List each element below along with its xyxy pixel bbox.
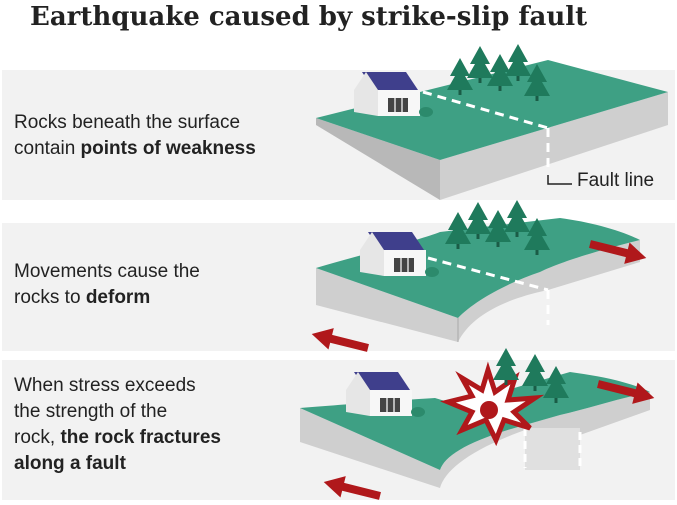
fault-line-pointer (547, 175, 572, 185)
caption-1-line-1: Rocks beneath the surface (14, 112, 241, 133)
caption-3-bold-1: the rock fractures (60, 427, 221, 448)
caption-points-of-weakness: Rocks beneath the surface contain points… (14, 110, 256, 162)
fracture-gap (525, 428, 580, 470)
caption-1-bold: points of weakness (80, 138, 256, 159)
caption-3-bold-2: along a fault (14, 453, 126, 474)
block-1-left-side (316, 118, 440, 200)
fault-line-top (422, 90, 549, 130)
block-1-top (316, 60, 668, 160)
block-2-side (316, 240, 640, 342)
caption-2-bold: deform (85, 287, 151, 308)
caption-fracture: When stress exceeds the strength of the … (14, 373, 221, 477)
block-1-right-side (440, 92, 668, 200)
caption-3-line-3: rock, (14, 427, 61, 448)
block-2-top (316, 218, 640, 318)
caption-3-line-2: the strength of the (14, 401, 168, 422)
block-intact (316, 44, 668, 200)
caption-deform: Movements cause the rocks to deform (14, 259, 200, 311)
block-fractured (300, 348, 657, 505)
caption-2-line-1: Movements cause the (14, 261, 200, 282)
caption-3-line-1: When stress exceeds (14, 375, 196, 396)
caption-1-line-2: contain (14, 138, 81, 159)
diagram-title: Earthquake caused by strike-slip fault (30, 2, 588, 32)
fault-line-deformed-top (427, 256, 549, 292)
fault-line-label: Fault line (577, 170, 655, 191)
caption-2-line-2: rocks to (14, 287, 86, 308)
block-deformed (309, 200, 649, 359)
fracture-burst-icon (440, 361, 545, 447)
